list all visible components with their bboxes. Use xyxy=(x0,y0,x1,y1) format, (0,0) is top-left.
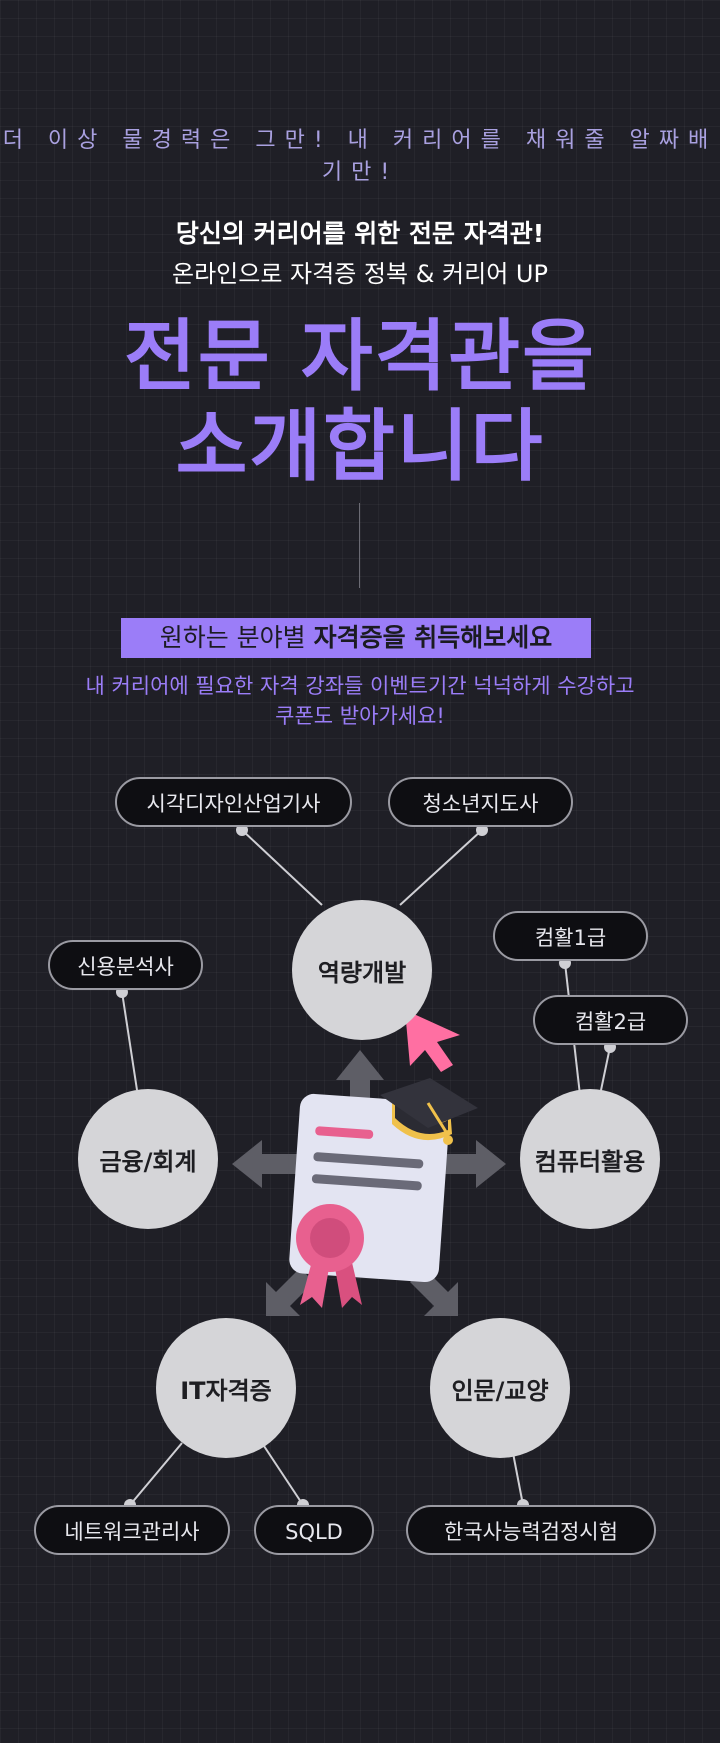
cert-youth-guide[interactable]: 청소년지도사 xyxy=(388,777,573,827)
graduation-cap-icon xyxy=(380,1078,478,1145)
cert-network[interactable]: 네트워크관리사 xyxy=(34,1505,230,1555)
cert-sqld[interactable]: SQLD xyxy=(254,1505,374,1555)
field-badge-bold: 자격증을 취득해보세요 xyxy=(313,623,553,652)
vertical-divider xyxy=(359,503,360,588)
field-desc-line2: 쿠폰도 받아가세요! xyxy=(275,704,445,728)
category-it[interactable]: IT자격증 xyxy=(156,1318,296,1458)
category-capacity[interactable]: 역량개발 xyxy=(292,900,432,1040)
cert-computer-2[interactable]: 컴활2급 xyxy=(533,995,688,1045)
cert-korean-history[interactable]: 한국사능력검정시험 xyxy=(406,1505,656,1555)
category-humanities[interactable]: 인문/교양 xyxy=(430,1318,570,1458)
headline-bold: 당신의 커리어를 위한 전문 자격관! xyxy=(175,219,545,248)
field-badge-normal: 원하는 분야별 xyxy=(159,623,314,652)
tagline: 더 이상 물경력은 그만! 내 커리어를 채워줄 알짜배기만! xyxy=(2,128,718,185)
page-title-line2: 소개합니다 xyxy=(175,402,545,492)
cert-credit-analyst[interactable]: 신용분석사 xyxy=(48,940,203,990)
page-title-line1: 전문 자격관을 xyxy=(124,312,596,402)
field-desc-line1: 내 커리어에 필요한 자격 강좌들 이벤트기간 넉넉하게 수강하고 xyxy=(85,674,635,698)
cert-computer-1[interactable]: 컴활1급 xyxy=(493,911,648,961)
cert-visual-design[interactable]: 시각디자인산업기사 xyxy=(115,777,352,827)
field-badge: 원하는 분야별 자격증을 취득해보세요 xyxy=(121,618,591,658)
headline-sub: 온라인으로 자격증 정복 & 커리어 UP xyxy=(172,260,548,288)
connector-lines xyxy=(121,829,611,1506)
category-finance[interactable]: 금융/회계 xyxy=(78,1089,218,1229)
ribbon-seal-icon xyxy=(296,1204,364,1308)
category-computer[interactable]: 컴퓨터활용 xyxy=(520,1089,660,1229)
